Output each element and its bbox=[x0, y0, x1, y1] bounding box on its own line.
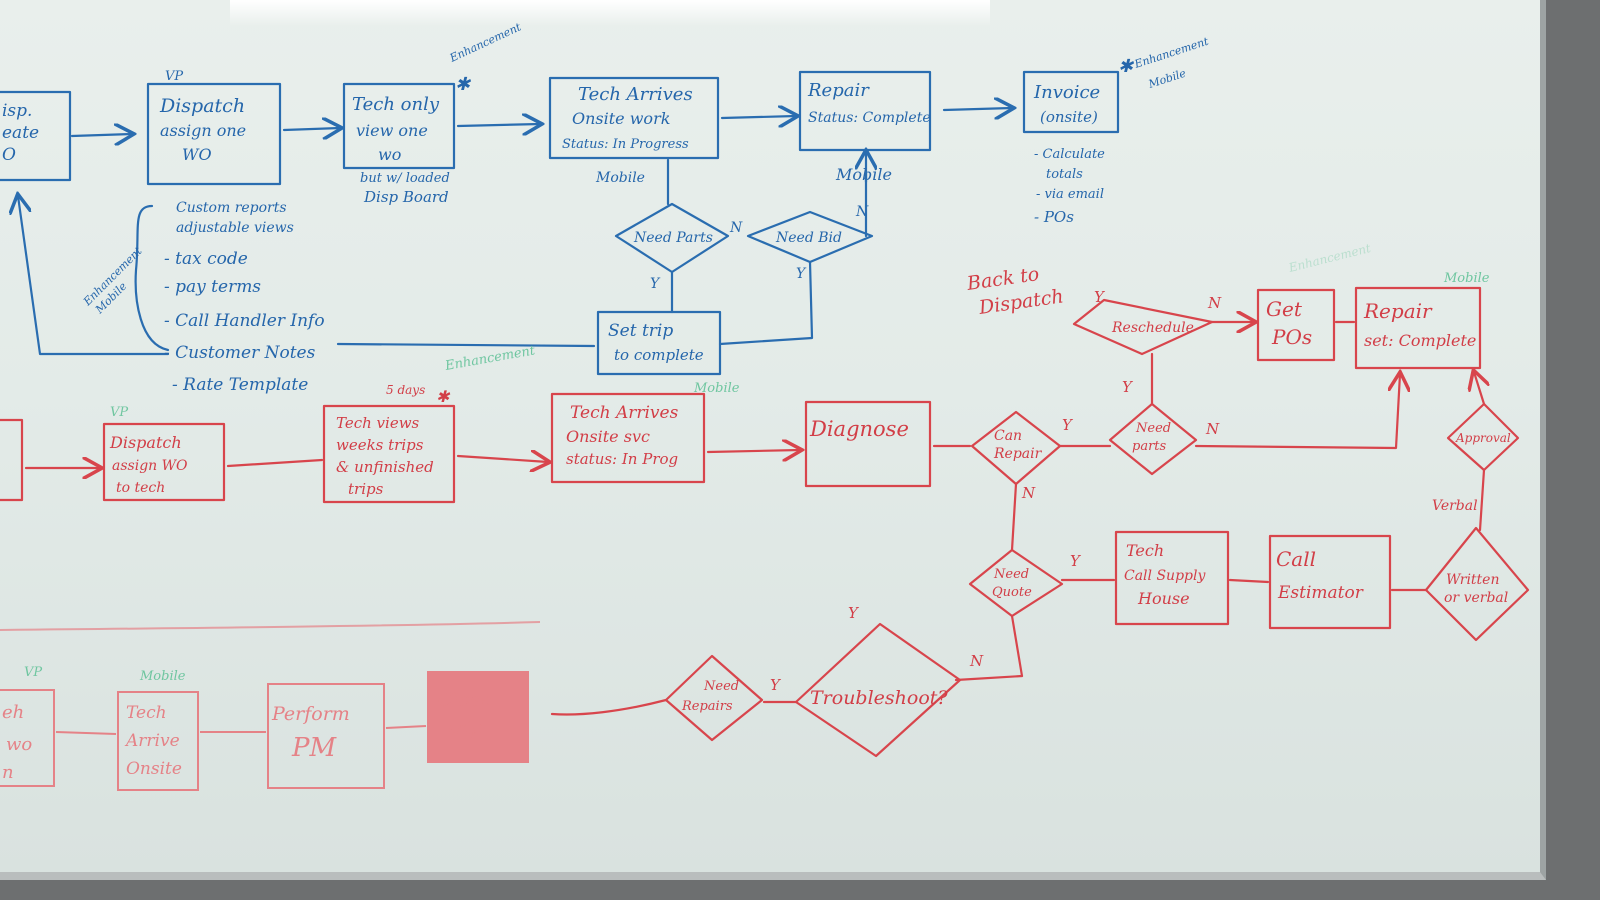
blue-start-text: isp. eate O bbox=[2, 101, 45, 165]
red-written-verbal-text: Written or verbal bbox=[1444, 572, 1508, 606]
whiteboard: isp. eate O VP Dispatch assign one WO En… bbox=[0, 0, 1546, 880]
red-arrow-3 bbox=[458, 456, 548, 462]
blue-mobile-tag-3: Mobile bbox=[1146, 66, 1188, 91]
red-line-to-troubleshoot bbox=[956, 676, 1022, 680]
red-n-label-4: N bbox=[969, 652, 984, 670]
blue-vp-tag: VP bbox=[165, 69, 183, 84]
blue-arrow-3 bbox=[458, 124, 540, 126]
red-enhancement-tag: Enhancement bbox=[443, 343, 537, 374]
red-arrow-4 bbox=[708, 450, 800, 452]
blue-mobile-tag-2: Mobile bbox=[835, 165, 892, 184]
red-need-quote-diamond bbox=[970, 550, 1062, 616]
red-mobile-tag-3: Mobile bbox=[139, 669, 186, 684]
red-need-repairs-text: Need Repairs bbox=[681, 679, 743, 714]
red-tech-call-text: Tech Call Supply House bbox=[1124, 541, 1210, 608]
red-vp-tag-2: VP bbox=[24, 665, 42, 680]
blue-tech-only-note: but w/ loaded Disp Board bbox=[360, 171, 454, 206]
blue-need-bid-label: Need Bid bbox=[775, 230, 842, 246]
blue-enhancement-tag: Enhancement bbox=[447, 20, 524, 65]
red-approval-text: Approval bbox=[1455, 431, 1511, 445]
blue-arrow-2 bbox=[284, 128, 340, 130]
red-days-tag: 5 days bbox=[386, 383, 425, 397]
blue-n-label-1: N bbox=[729, 220, 743, 236]
red-tech-arrive-text: Tech Arrive Onsite bbox=[124, 703, 185, 779]
red-line-left-arrive bbox=[56, 732, 116, 734]
red-reschedule-text: Reschedule bbox=[1111, 320, 1194, 336]
red-y-label-1: Y bbox=[1062, 416, 1074, 434]
red-diagnose-box bbox=[806, 402, 930, 486]
blue-line-settrip-back bbox=[338, 344, 594, 346]
red-line-2 bbox=[228, 460, 322, 466]
blue-tech-only-text: Tech only view one wo bbox=[352, 94, 445, 164]
red-dispatch-text: Dispatch assign WO to tech bbox=[109, 433, 193, 496]
red-y-label-5: Y bbox=[848, 604, 860, 622]
red-tech-arrives-text: Tech Arrives Onsite svc status: In Prog bbox=[566, 403, 684, 468]
blue-repair-text: Repair Status: Complete bbox=[807, 80, 931, 126]
red-faded-line bbox=[0, 622, 540, 630]
red-line-repair-quote bbox=[1012, 484, 1016, 550]
blue-tech-arrives-text: Tech Arrives Onsite work Status: In Prog… bbox=[562, 84, 698, 152]
red-line-quote-down bbox=[1012, 616, 1022, 676]
red-need-quote-text: Need Quote bbox=[992, 567, 1033, 600]
red-left-cut-text: eh wo n bbox=[2, 702, 38, 783]
asterisk-icon: ✱ bbox=[436, 387, 451, 406]
blue-mobile-tag-1: Mobile bbox=[595, 170, 645, 186]
red-troubleshoot-text: Troubleshoot? bbox=[810, 687, 948, 709]
red-y-label-6: Y bbox=[770, 676, 782, 694]
blue-invoice-text: Invoice (onsite) bbox=[1033, 82, 1106, 126]
red-call-estimator-text: Call Estimator bbox=[1276, 547, 1364, 603]
blue-y-label-2: Y bbox=[796, 266, 807, 282]
red-left-cut-box bbox=[0, 420, 22, 500]
red-line-call-estimator bbox=[1230, 580, 1268, 582]
red-line-verbal bbox=[1480, 470, 1484, 530]
red-y-label-2: Y bbox=[1122, 378, 1134, 396]
blue-flow: isp. eate O VP Dispatch assign one WO En… bbox=[0, 20, 1211, 395]
red-can-repair-text: Can Repair bbox=[993, 428, 1043, 462]
blue-y-label-1: Y bbox=[650, 276, 661, 292]
blue-dispatch-text: Dispatch assign one WO bbox=[159, 95, 252, 164]
blue-feature-list: Custom reports adjustable views - tax co… bbox=[164, 200, 329, 395]
red-repair-text: Repair set: Complete bbox=[1363, 299, 1476, 350]
asterisk-icon: ✱ bbox=[455, 74, 472, 95]
flowchart-drawing: isp. eate O VP Dispatch assign one WO En… bbox=[0, 0, 1540, 872]
red-vp-tag: VP bbox=[110, 405, 128, 420]
red-need-parts-text: Need parts bbox=[1132, 421, 1175, 454]
red-need-repairs-diamond bbox=[666, 656, 762, 740]
blue-arrow-4 bbox=[722, 116, 796, 118]
blue-arrow-5 bbox=[944, 108, 1012, 110]
red-n-label-2: N bbox=[1205, 420, 1220, 438]
red-perform-pm-text: Perform PM bbox=[271, 703, 356, 763]
red-arrow-approval bbox=[1474, 372, 1484, 404]
red-n-label-1: N bbox=[1021, 484, 1036, 502]
blue-invoice-notes: - Calculate totals - via email - POs bbox=[1034, 147, 1109, 226]
blue-need-parts-label: Need Parts bbox=[633, 230, 713, 246]
red-n-label-3: N bbox=[1207, 294, 1222, 312]
blue-arrow-1 bbox=[72, 134, 132, 136]
red-line-parts-repair bbox=[1196, 374, 1400, 448]
red-enhancement-faded: Enhancement bbox=[1286, 241, 1372, 275]
blue-enhancement-tag-2: Enhancement bbox=[1132, 35, 1211, 72]
red-y-label-4: Y bbox=[1070, 552, 1082, 570]
red-line-pm-close bbox=[386, 726, 426, 728]
red-line-repairs-close bbox=[552, 700, 666, 714]
blue-set-trip-text: Set trip to complete bbox=[608, 321, 704, 364]
red-get-pos-text: Get POs bbox=[1266, 297, 1312, 349]
red-diagnose-text: Diagnose bbox=[809, 417, 909, 441]
red-mobile-tag-2: Mobile bbox=[1443, 271, 1490, 286]
red-verbal-text: Verbal bbox=[1432, 498, 1478, 514]
red-tech-view-text: Tech views weeks trips & unfinished trip… bbox=[336, 414, 439, 498]
